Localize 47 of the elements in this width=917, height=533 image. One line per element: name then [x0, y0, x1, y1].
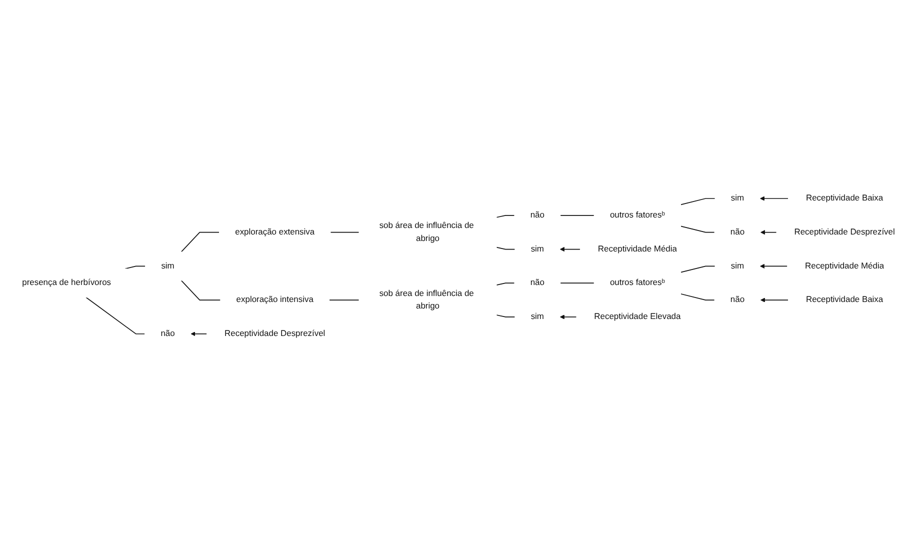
connector [680, 294, 715, 301]
node-text: Receptividade Baixa [806, 296, 884, 305]
node-text: exploração extensiva [235, 228, 315, 237]
node-text: sim [530, 244, 544, 254]
node-text: presença de herbívoros [22, 278, 112, 288]
connector [496, 283, 515, 286]
connector [496, 247, 516, 250]
node-text: Receptividade Elevada [594, 312, 681, 322]
connector [496, 314, 516, 318]
connector [680, 198, 716, 206]
connector [680, 226, 715, 234]
connector [180, 232, 220, 253]
connector [180, 280, 221, 301]
arrow [760, 196, 788, 202]
connector [124, 266, 146, 270]
node-text: outros fatoresᵇ [610, 278, 665, 288]
node-text: sim [161, 262, 174, 271]
node-text: Receptividade Média [598, 244, 677, 254]
node-text: não [530, 210, 544, 220]
node-text: sim [730, 194, 744, 204]
arrow [560, 314, 577, 320]
arrow [190, 332, 207, 336]
node-text: não [530, 278, 544, 288]
node-text: sim [530, 312, 544, 322]
node-text: Receptividade Desprezível [224, 329, 326, 338]
node-text: não [730, 228, 745, 237]
connector [330, 232, 360, 234]
node-text: exploração intensiva [236, 296, 314, 305]
connector [328, 300, 360, 301]
node-text: sob área de influência de abrigo [379, 289, 474, 311]
arrow [760, 298, 788, 303]
node-text: Receptividade Média [805, 262, 884, 271]
connector [86, 297, 146, 335]
arrow [760, 230, 777, 235]
arrow [760, 264, 788, 269]
connector [680, 266, 716, 274]
node-text: Receptividade Baixa [806, 194, 884, 204]
node-text: outros fatoresᵇ [610, 210, 665, 220]
connector [496, 215, 515, 218]
node-text: Receptividade Desprezível [794, 228, 895, 237]
node-text: não [160, 329, 175, 338]
node-text: sob área de influência de abrigo [379, 222, 474, 244]
node-text: não [730, 296, 745, 305]
connector [560, 215, 595, 216]
arrow [560, 247, 580, 252]
connector [560, 283, 595, 284]
node-text: sim [730, 262, 744, 271]
